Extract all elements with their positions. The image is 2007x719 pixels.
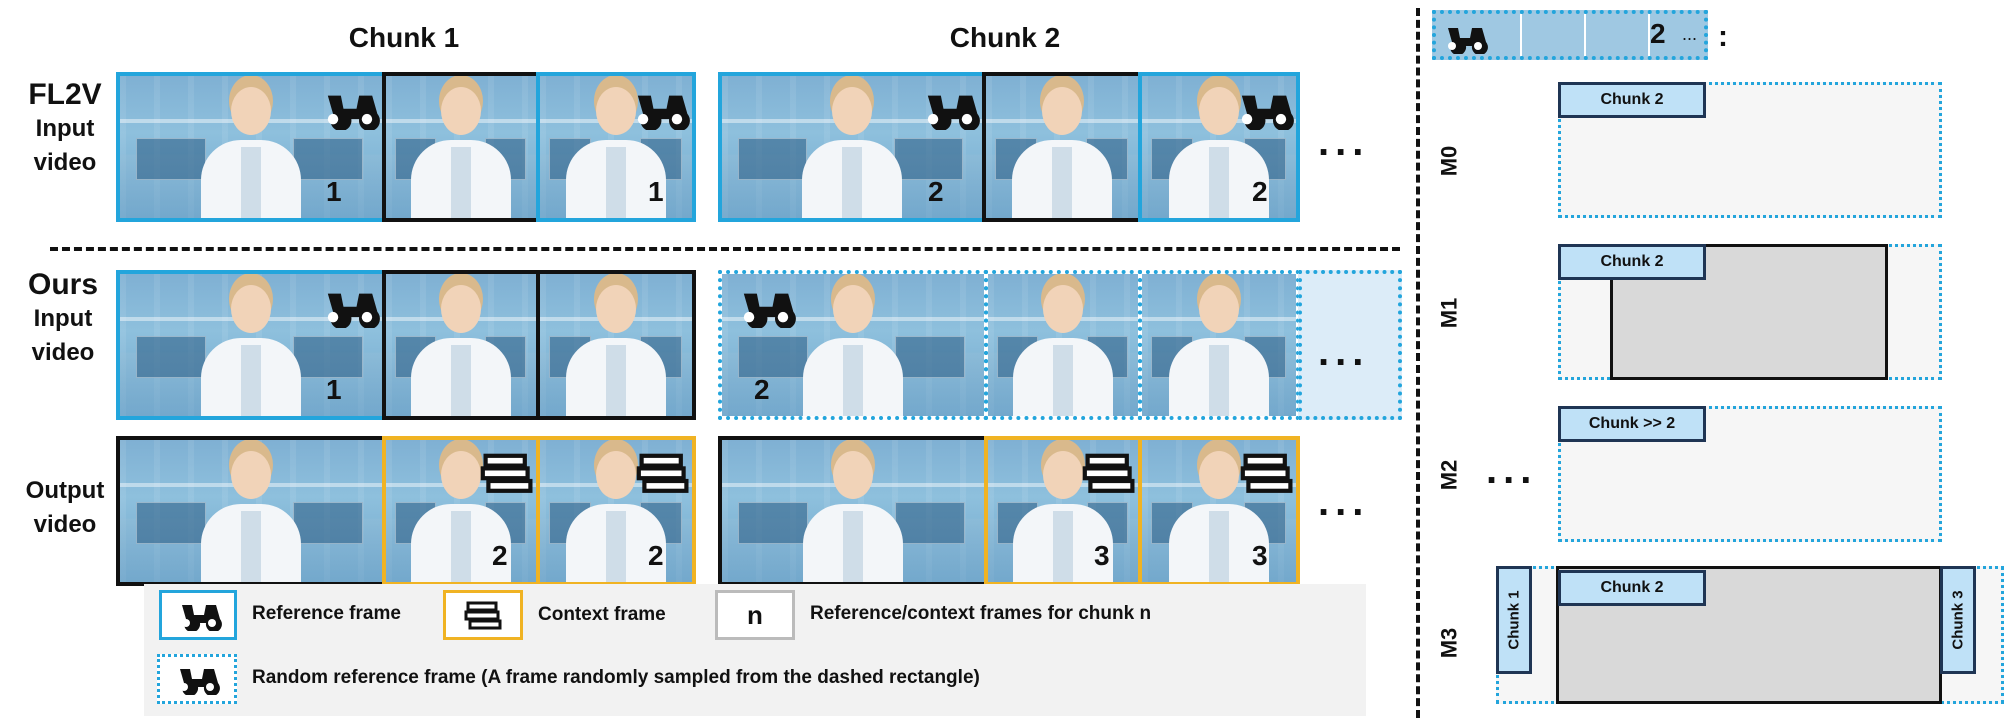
output-sub2: video [33,511,97,538]
header-thumb-divider-1 [1520,14,1522,56]
mask-label-m1: M1 [1436,297,1462,329]
binoculars-icon [180,669,220,695]
frame-chunk-number: 2 [1252,176,1268,207]
out-c1-frame-a [116,436,386,586]
ours-c2-frame-a: 2 [718,270,988,420]
frame-chunk-number: 1 [326,176,342,207]
m1-tag: Chunk 2 [1558,244,1706,280]
fl2v-c2-frame-b [982,72,1142,222]
ours-c2-frame-b [984,270,1142,420]
m3-right-tag: Chunk 3 [1940,566,1976,674]
fl2v-ellipsis: ... [1318,120,1370,164]
out-c2-frame-a [718,436,988,586]
mask-label-m2: M2 [1436,459,1462,491]
ours-c2-sampling-extent [1298,270,1402,420]
frame-chunk-number: 1 [648,176,664,207]
binoculars-icon [1234,90,1294,135]
frame-chunk-number: 2 [492,540,508,571]
books-icon [636,452,692,501]
m0-tag: Chunk 2 [1558,82,1706,118]
ours-ellipsis: ... [1318,330,1370,374]
fl2v-c2-frame-c: 2 [1138,72,1300,222]
fl2v-c1-frame-a: 1 [116,72,386,222]
fl2v-label: FL2V Input video [10,78,120,180]
m3-right-tag-label: Chunk 3 [1949,590,1967,650]
header-dots: ... [1682,24,1698,44]
binoculars-icon [736,288,796,333]
chunk-1-title: Chunk 1 [348,22,460,53]
m2-tag: Chunk >> 2 [1558,406,1706,442]
legend-context-swatch [443,590,523,640]
panel-divider [1416,8,1420,718]
binoculars-icon [320,90,380,135]
mask-label-m3: M3 [1436,627,1462,659]
header-number: 2 [1650,18,1666,49]
legend-random-swatch [157,654,237,704]
books-icon [1082,452,1138,501]
frame-chunk-number: 2 [928,176,944,207]
chunk-2-title: Chunk 2 [949,22,1061,53]
frame-chunk-number: 1 [326,374,342,405]
mask-label-m0: M0 [1436,145,1462,177]
header-frames: 2 ... [1432,10,1708,60]
output-sub1: Output [25,477,105,504]
out-c2-frame-c: 3 [1138,436,1300,586]
header-colon: : [1718,20,1728,53]
ours-c1-frame-c [536,270,696,420]
fl2v-sub2: video [33,149,97,176]
binoculars-icon [920,90,980,135]
fl2v-name: FL2V [28,78,102,111]
ours-c1-frame-b [382,270,540,420]
legend-context-label: Context frame [538,604,666,625]
ours-c1-frame-a: 1 [116,270,386,420]
header-thumb-divider-2 [1584,14,1586,56]
frame-chunk-number: 2 [754,374,770,405]
frame-chunk-number: 3 [1252,540,1268,571]
frame-chunk-number: 2 [648,540,664,571]
ours-c2-frame-c [1138,270,1300,420]
out-c2-frame-b: 3 [984,436,1142,586]
out-c1-frame-b: 2 [382,436,540,586]
fl2v-c1-frame-c: 1 [536,72,696,222]
m3-left-tag-label: Chunk 1 [1505,590,1523,650]
output-label: Output video [10,474,120,542]
m2-side-dots: ... [1486,448,1538,492]
fl2v-c2-frame-a: 2 [718,72,986,222]
m3-left-tag: Chunk 1 [1496,566,1532,674]
binoculars-icon [320,288,380,333]
frame-chunk-number: 3 [1094,540,1110,571]
fl2v-sub1: Input [35,115,95,142]
books-icon [480,452,536,501]
binoculars-icon [182,605,222,631]
legend-n-swatch: n [715,590,795,640]
binoculars-icon [630,90,690,135]
ours-sub1: Input [33,305,93,332]
legend-n-label: Reference/context frames for chunk n [810,603,1152,624]
legend-reference-label: Reference frame [252,603,401,624]
books-icon [464,601,502,630]
legend-n-symbol: n [747,600,763,630]
ours-label: Ours Input video [8,268,118,370]
m3-tag: Chunk 2 [1558,570,1706,606]
legend-reference-swatch [159,590,237,640]
header-thumb-divider-3 [1648,14,1650,56]
binoculars-icon [1448,28,1488,54]
output-ellipsis: ... [1318,480,1370,524]
ours-sub2: video [31,339,95,366]
legend-random-label: Random reference frame (A frame randomly… [252,667,980,688]
books-icon [1240,452,1296,501]
out-c1-frame-c: 2 [536,436,696,586]
ours-name: Ours [27,268,99,301]
fl2v-c1-frame-b [382,72,540,222]
row-separator [50,247,1400,251]
